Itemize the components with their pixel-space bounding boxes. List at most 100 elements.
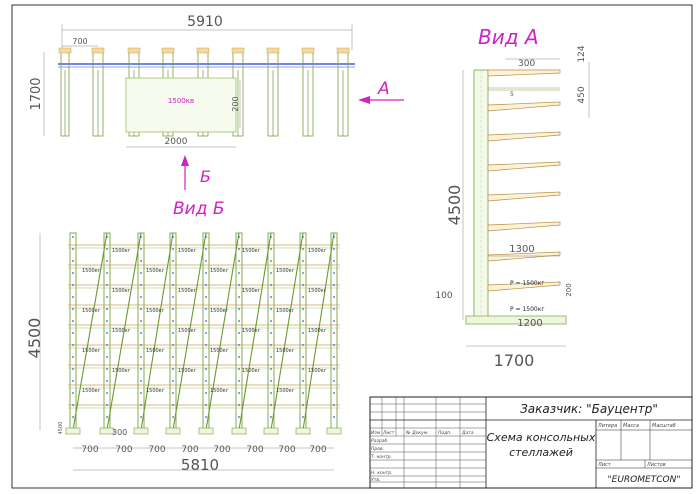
view-a-height: 4500 xyxy=(445,185,464,226)
bay-dim: 700 xyxy=(246,445,263,455)
load-label: 1500кг xyxy=(146,268,165,274)
view-a-base-width: 1700 xyxy=(494,351,535,370)
load-label: 1500кг xyxy=(242,248,261,254)
load-label: 1500кг xyxy=(308,368,327,374)
load-label: 1500кг xyxy=(146,388,165,394)
tb-col-list: Лист xyxy=(382,430,395,436)
load-label: 1500кг xyxy=(112,288,131,294)
view-a-arm-1300: 1300 xyxy=(509,244,534,255)
tb-customer: Заказчик: "Бауцентр" xyxy=(520,402,658,416)
tb-row-utv: Утв. xyxy=(371,477,380,483)
top-overall-width: 5910 xyxy=(187,14,223,30)
bay-dim: 700 xyxy=(115,445,132,455)
top-panel-width: 2000 xyxy=(165,137,188,147)
load-label: 1500кг xyxy=(146,348,165,354)
view-a-load-1: P = 1500кг xyxy=(510,280,545,287)
top-panel-label: 1500кв xyxy=(168,97,194,105)
view-a-spacing-200: 200 xyxy=(565,283,573,296)
view-a-angle: 5 xyxy=(510,91,514,98)
sheet-frame xyxy=(11,4,693,489)
bay-dim: 700 xyxy=(213,445,230,455)
load-label: 1500кг xyxy=(210,348,229,354)
bay-dim: 700 xyxy=(278,445,295,455)
view-b-bay-dims: 700 700 700 700 700 700 700 700 xyxy=(81,445,326,455)
bay-dim: 700 xyxy=(81,445,98,455)
load-label: 1500кг xyxy=(308,328,327,334)
view-b: Вид Б 4500 4500 xyxy=(25,199,342,474)
load-label: 1500кг xyxy=(82,388,101,394)
tb-hdr-masshtab: Масштаб xyxy=(652,423,676,429)
view-b-title: Вид Б xyxy=(173,199,225,219)
load-label: 1500кг xyxy=(82,268,101,274)
tb-hdr-sheets: Листов xyxy=(646,462,666,468)
load-label: 1500кг xyxy=(276,388,295,394)
view-b-bottom-dim: 300 xyxy=(112,428,127,437)
load-label: 1500кг xyxy=(112,368,131,374)
view-b-load-labels: 1500кг 1500кг 1500кг 1500кг 1500кг 1500к… xyxy=(82,248,327,394)
top-panel-height: 200 xyxy=(231,96,240,111)
load-label: 1500кг xyxy=(276,348,295,354)
view-a-top-spacing: 450 xyxy=(577,86,587,103)
load-label: 1500кг xyxy=(178,248,197,254)
view-a-arm-dim: 300 xyxy=(518,59,535,69)
tb-row-nkontr: Н. контр. xyxy=(371,470,393,476)
load-label: 1500кг xyxy=(242,328,261,334)
view-b-overall-width: 5810 xyxy=(181,456,219,474)
view-a-base-offset: 100 xyxy=(435,291,452,301)
view-a-title: Вид А xyxy=(478,25,539,49)
tb-row-prov: Пров. xyxy=(371,446,384,452)
load-label: 1500кг xyxy=(242,368,261,374)
view-a-top-gap: 124 xyxy=(577,45,587,62)
load-label: 1500кг xyxy=(178,368,197,374)
bay-dim: 700 xyxy=(181,445,198,455)
load-label: 1500кг xyxy=(178,328,197,334)
top-view: 5910 700 1700 xyxy=(29,14,355,148)
load-label: 1500кг xyxy=(308,288,327,294)
load-label: 1500кг xyxy=(112,328,131,334)
tb-row-tkontr: Т. контр. xyxy=(371,454,392,460)
load-label: 1500кг xyxy=(112,248,131,254)
top-height-dim: 1700 xyxy=(29,77,44,110)
tb-hdr-sheet: Лист xyxy=(597,462,612,468)
top-panel xyxy=(125,77,237,133)
tb-company: "EUROMETCON" xyxy=(608,475,681,485)
tb-title-line2: стеллажей xyxy=(509,446,573,459)
load-label: 1500кг xyxy=(242,288,261,294)
tb-hdr-massa: Масса xyxy=(623,423,639,429)
view-a-arrow-label: А xyxy=(377,79,390,99)
load-label: 1500кг xyxy=(210,388,229,394)
load-label: 1500кг xyxy=(146,308,165,314)
view-b-height: 4500 xyxy=(25,318,44,359)
load-label: 1500кг xyxy=(178,288,197,294)
view-b-arrow-label: Б xyxy=(200,167,211,186)
view-a-arms xyxy=(487,69,561,292)
load-label: 1500кг xyxy=(210,268,229,274)
view-a-arrow: А xyxy=(358,79,404,104)
tb-col-sign: Подп. xyxy=(438,430,452,436)
bay-dim: 700 xyxy=(148,445,165,455)
load-label: 1500кг xyxy=(276,268,295,274)
top-span-dim: 700 xyxy=(72,37,87,46)
load-label: 1500кг xyxy=(82,348,101,354)
view-a-base-arm: 1200 xyxy=(517,318,542,329)
tb-col-izm: Изм xyxy=(371,430,381,436)
load-label: 1500кг xyxy=(308,248,327,254)
view-b-low-dim: 4500 xyxy=(58,422,64,435)
bay-dim: 700 xyxy=(309,445,326,455)
tb-title-line1: Схема консольных xyxy=(487,431,596,444)
view-a-base xyxy=(465,315,567,325)
view-b-columns xyxy=(69,232,338,431)
load-label: 1500кг xyxy=(210,308,229,314)
view-a: Вид А 300 124 450 4500 5 1300 P = 1500кг xyxy=(435,25,590,370)
load-label: 1500кг xyxy=(82,308,101,314)
tb-hdr-litera: Литера xyxy=(597,423,617,429)
tb-col-date: Дата xyxy=(461,430,474,436)
view-b-arrow: Б xyxy=(181,155,211,190)
load-label: 1500кг xyxy=(276,308,295,314)
title-block xyxy=(369,396,693,489)
tb-col-doc: № Докум. xyxy=(405,430,429,436)
title-block-text: Изм Лист № Докум. Подп. Дата Разраб. Про… xyxy=(371,402,680,485)
view-a-load-2: P = 1500кг xyxy=(510,306,545,313)
tb-row-razrab: Разраб. xyxy=(371,438,389,444)
